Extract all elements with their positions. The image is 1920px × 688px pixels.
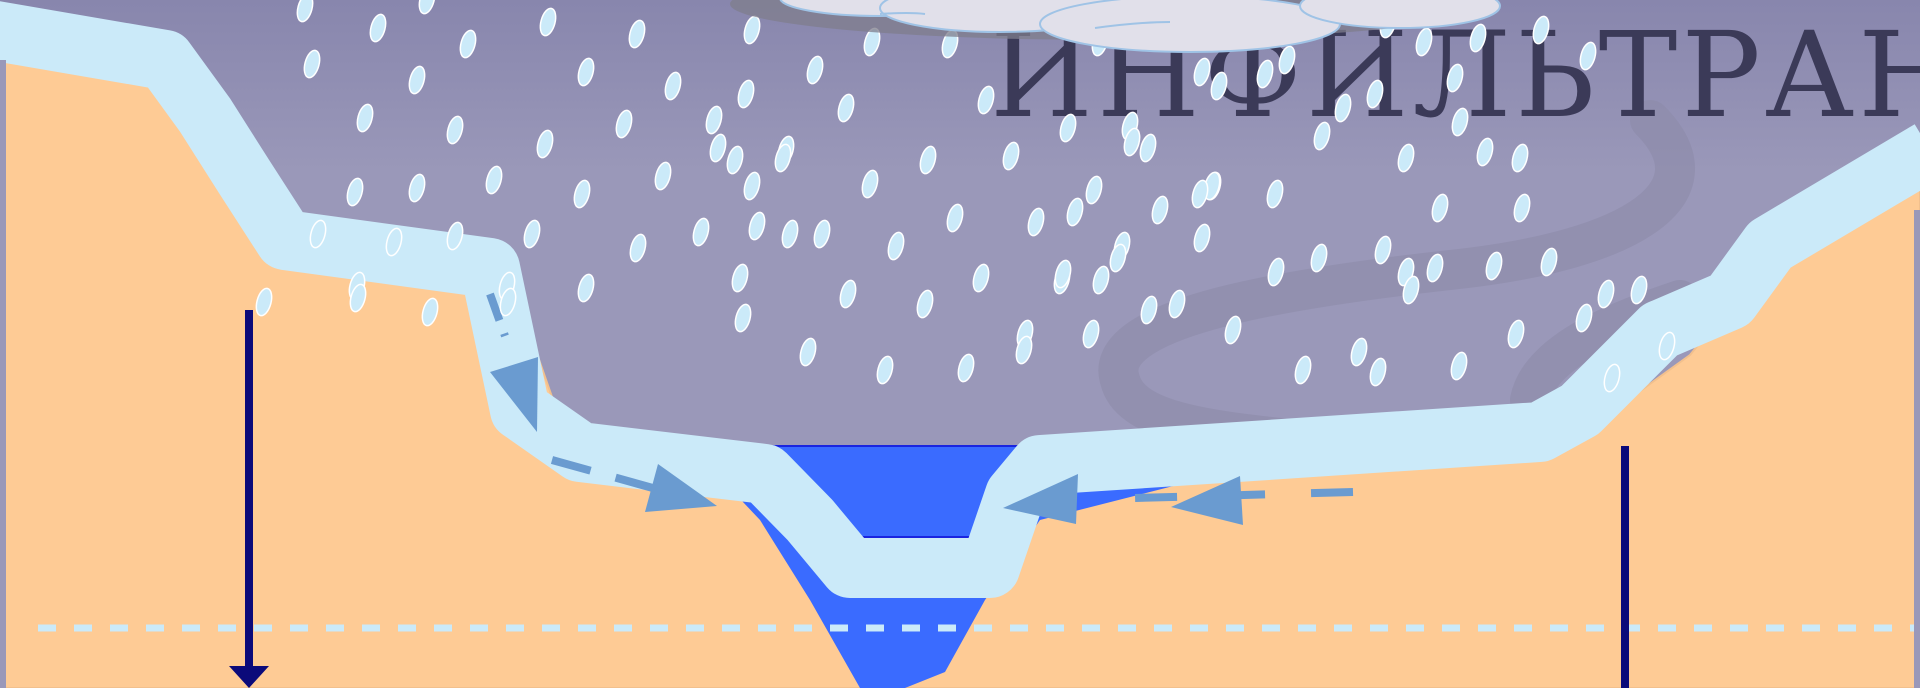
right-border (1914, 210, 1920, 688)
left-border (0, 60, 6, 688)
